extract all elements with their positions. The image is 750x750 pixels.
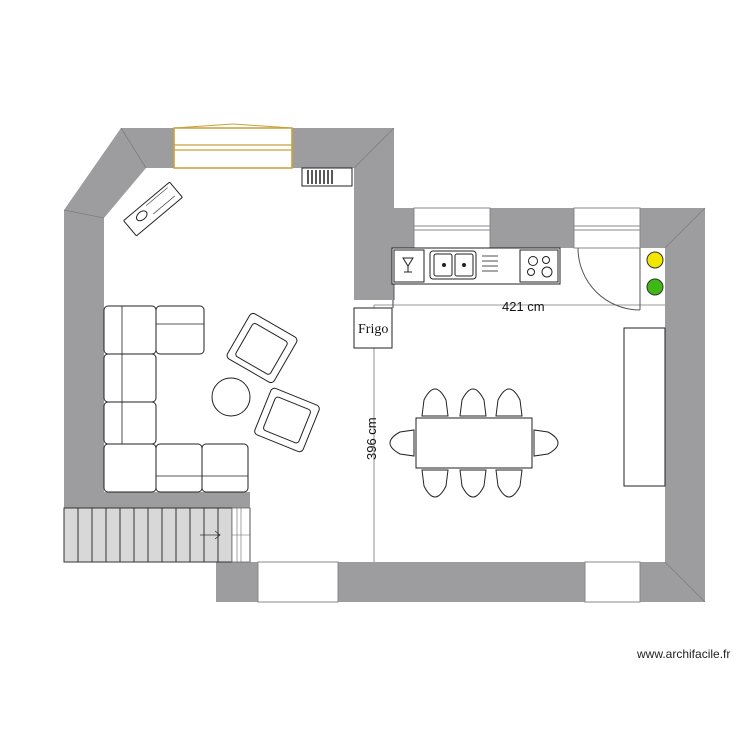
fridge xyxy=(353,307,393,349)
living-area xyxy=(103,167,353,493)
openings xyxy=(63,123,706,603)
round-coffee-table xyxy=(211,377,251,417)
wall-right xyxy=(640,208,705,602)
dimension-label-height: 396 cm xyxy=(364,417,379,460)
dimension-lines: 421 cm 396 cm xyxy=(364,299,665,562)
wine-glass-icon xyxy=(393,249,425,283)
staircase xyxy=(63,507,251,563)
sideboard xyxy=(623,327,666,487)
armchair-1 xyxy=(226,312,298,384)
armchair-2 xyxy=(254,387,320,453)
indicator-yellow-dot xyxy=(646,251,664,269)
double-sink xyxy=(429,250,498,280)
indicator-green-dot xyxy=(646,278,664,296)
watermark: www.archifacile.fr xyxy=(636,647,730,661)
dining-chairs xyxy=(389,388,559,498)
sectional-sofa xyxy=(103,305,249,493)
radiator xyxy=(301,167,353,187)
kitchen: Frigo xyxy=(353,247,666,487)
window-kitchen-1 xyxy=(413,207,491,249)
dining-set xyxy=(389,388,559,498)
wall-upper-room xyxy=(64,128,394,492)
door-swing xyxy=(577,247,641,311)
dimension-label-width: 421 cm xyxy=(502,299,545,314)
cooktop xyxy=(519,249,559,283)
window-kitchen-2 xyxy=(573,207,641,249)
fridge-label: Frigo xyxy=(358,322,388,337)
window-bottom-right xyxy=(584,561,641,603)
window-bottom-left xyxy=(257,561,339,603)
bay-window-frame xyxy=(173,127,293,169)
tv-console xyxy=(123,181,183,237)
bay-window xyxy=(173,123,293,169)
dining-table xyxy=(415,417,533,469)
